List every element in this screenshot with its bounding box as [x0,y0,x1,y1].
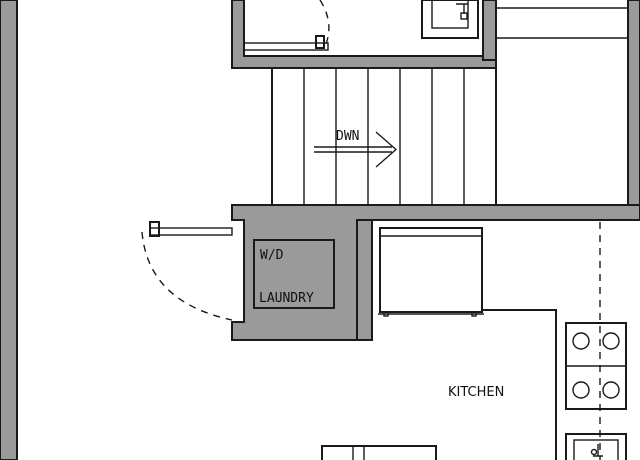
laundry-door-hinge [149,221,160,237]
door-swing-icon [141,231,233,321]
faucet-icon [593,444,603,457]
faucet-handle [460,12,468,20]
stair-down-label: DWN [336,129,359,144]
bath-door-hinge [315,35,325,49]
laundry-wall-right [356,219,373,341]
bath-partition [482,0,497,61]
laundry-door-leaf [149,227,233,236]
washer-dryer-unit [253,239,335,309]
kitchen-label: KITCHEN [448,385,504,400]
kitchen-drain [590,448,598,456]
stove-burner-icon [572,381,590,399]
exterior-wall-right [627,0,640,221]
kitchen-island [321,445,437,460]
bath-door-leaf [243,42,329,51]
stair-arrow-icon [314,131,398,168]
wd-label: W/D [260,248,284,263]
bath-vanity [421,0,479,39]
refrigerator [379,227,483,313]
sink-icon [431,0,469,29]
refrigerator-handle-right [471,311,477,317]
bath-wall-bottom [231,0,497,69]
bath-door-swing [319,0,330,45]
stove-burner-icon [602,381,620,399]
kitchen-sink [565,433,627,460]
laundry-label: LAUNDRY [259,291,314,306]
exterior-wall-left [0,0,18,460]
staircase [271,68,497,205]
kitchen-sink-basin [573,439,619,460]
stove-burner-icon [572,332,590,350]
stove-burner-icon [602,332,620,350]
refrigerator-handle-left [383,311,389,317]
kitchen-counter [482,309,557,460]
mid-wall [231,204,640,341]
